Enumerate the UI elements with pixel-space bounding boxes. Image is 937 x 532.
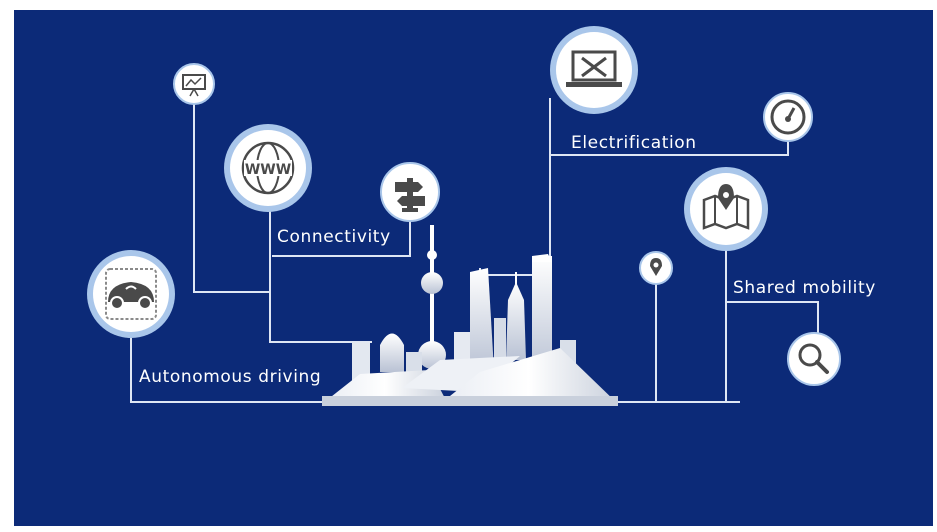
label-connectivity: Connectivity (277, 227, 391, 247)
map-pin-icon (684, 167, 768, 251)
label-autonomous-driving: Autonomous driving (139, 367, 321, 387)
svg-text:WWW: WWW (245, 162, 291, 178)
label-electrification: Electrification (571, 133, 697, 153)
www-globe-icon: WWW (224, 124, 312, 212)
speedometer-icon (763, 92, 813, 142)
label-shared-mobility: Shared mobility (733, 278, 876, 298)
search-icon (787, 332, 841, 386)
autonomous-car-icon (87, 250, 175, 338)
presentation-chart-icon (173, 63, 215, 105)
signpost-icon (380, 162, 440, 222)
location-pin-icon (639, 251, 673, 285)
laptop-tools-icon (550, 26, 638, 114)
city-skyline (322, 225, 618, 406)
